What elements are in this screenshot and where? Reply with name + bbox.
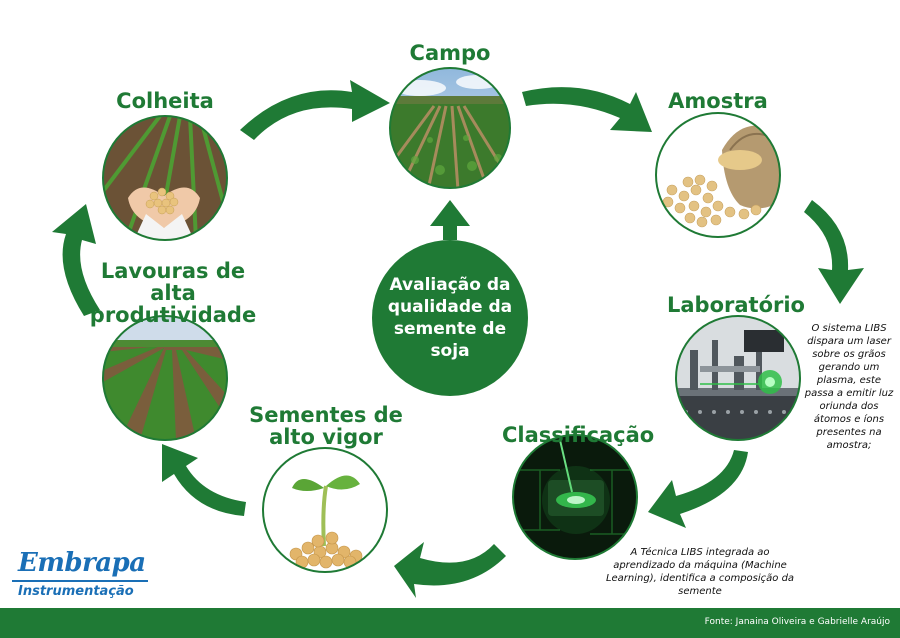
- footer-bar: [0, 608, 900, 638]
- arrow-center-up: [430, 200, 470, 240]
- center-label: Avaliação da qualidade da semente de soj…: [387, 275, 513, 361]
- arrow-classificacao-to-sementes: [394, 542, 506, 598]
- arrow-lavouras-to-colheita: [52, 204, 100, 316]
- laboratorio-image: [675, 315, 801, 441]
- title-amostra: Amostra: [668, 89, 768, 113]
- arrow-campo-to-amostra: [522, 87, 652, 132]
- arrow-amostra-to-laboratorio: [804, 200, 864, 304]
- arrow-colheita-to-campo: [240, 80, 390, 140]
- amostra-image: [655, 112, 781, 238]
- center-circle: Avaliação da qualidade da semente de soj…: [372, 240, 528, 396]
- cycle-arrows: [52, 80, 864, 598]
- title-campo: Campo: [409, 41, 491, 65]
- sementes-image: [262, 447, 388, 573]
- logo-unit: Instrumentação: [18, 584, 134, 599]
- note-classificacao: A Técnica LIBS integrada ao aprendizado …: [605, 547, 795, 597]
- colheita-image: [102, 115, 228, 241]
- title-colheita: Colheita: [116, 89, 214, 113]
- title-classificacao: Classificação: [502, 423, 655, 447]
- arrow-laboratorio-to-classificacao: [648, 450, 748, 528]
- title-laboratorio: Laboratório: [667, 293, 805, 317]
- campo-image: [389, 67, 511, 189]
- title-sementes: Sementes de alto vigor: [249, 403, 403, 449]
- lavouras-image: [102, 315, 228, 441]
- embrapa-logo: Embrapa: [18, 548, 146, 578]
- footer-credit: Fonte: Janaina Oliveira e Gabrielle Araú…: [704, 617, 890, 627]
- title-lavouras: Lavouras de alta produtividade: [89, 259, 257, 327]
- note-laboratorio: O sistema LIBS dispara um laser sobre os…: [804, 323, 894, 451]
- arrow-sementes-to-lavouras: [162, 444, 246, 516]
- classificacao-image: [512, 434, 638, 560]
- logo-divider: [12, 580, 148, 582]
